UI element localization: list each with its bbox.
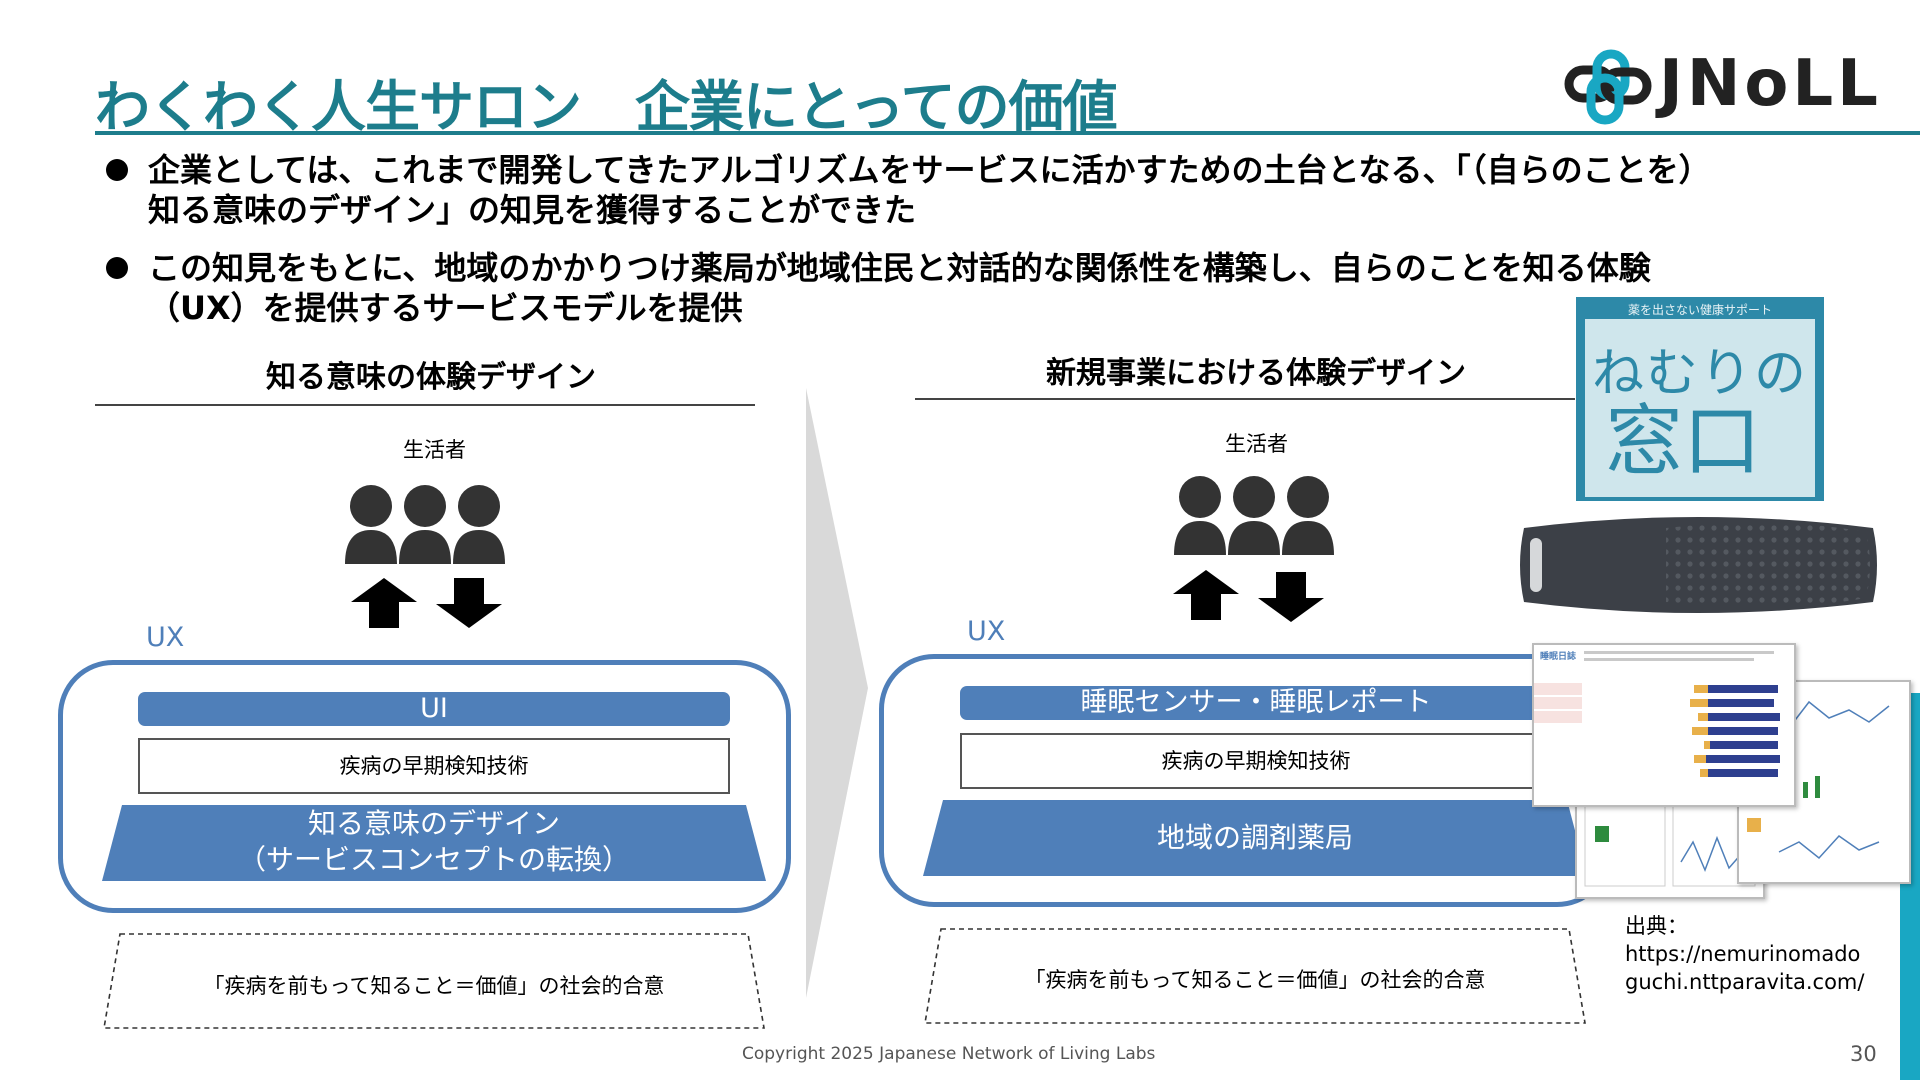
bullet-dot-icon xyxy=(106,257,128,279)
bullet-2-line-2: （UX）を提供するサービスモデルを提供 xyxy=(148,289,743,327)
right-ux-label: UX xyxy=(967,616,1006,647)
bullet-1-line-1: 企業としては、これまで開発してきたアルゴリズムをサービスに活かすための土台となる… xyxy=(148,151,1711,189)
transition-chevron xyxy=(806,388,868,998)
people-group-icon xyxy=(1174,476,1334,555)
page-number: 30 xyxy=(1850,1042,1877,1066)
left-base-line-2: （サービスコンセプトの転換） xyxy=(237,843,630,876)
bullet-2-line-1: この知見をもとに、地域のかかりつけ薬局が地域住民と対話的な関係性を構築し、自らの… xyxy=(148,249,1651,287)
logo-wordmark: JNoLL xyxy=(1659,47,1882,121)
source-label: 出典： xyxy=(1625,914,1688,938)
copyright-notice: Copyright 2025 Japanese Network of Livin… xyxy=(742,1044,1156,1064)
nemuri-app-image: 薬を出さない健康サポート ねむりの 窓口 xyxy=(1576,297,1824,501)
left-tech-box: 疾病の早期検知技術 xyxy=(138,738,730,794)
app-name: ねむりの xyxy=(1591,344,1808,404)
left-ux-label: UX xyxy=(146,622,185,653)
sleep-report-screenshot: 睡眠日誌 xyxy=(1532,643,1796,807)
left-consensus-text: 「疾病を前もって知ること＝価値」の社会的合意 xyxy=(203,974,665,998)
arrow-up-icon xyxy=(1173,570,1239,620)
bullet-dot-icon xyxy=(106,159,128,181)
right-ui-bar: 睡眠センサー・睡眠レポート xyxy=(960,686,1552,720)
source-url-line-1: https://nemurinomado xyxy=(1625,942,1861,966)
arrow-down-icon xyxy=(436,578,502,628)
left-base-trapezoid xyxy=(102,805,766,881)
left-ux-frame xyxy=(58,660,791,913)
source-url-line-2: guchi.nttparavita.com/ xyxy=(1625,970,1865,994)
chain-link-icon xyxy=(1564,49,1652,125)
report-title: 睡眠日誌 xyxy=(1540,652,1577,662)
bullet-1-line-2: 知る意味のデザイン」の知見を獲得することができた xyxy=(148,191,917,229)
right-tech-box: 疾病の早期検知技術 xyxy=(960,733,1552,789)
jnoll-logo: JNoLL xyxy=(1563,44,1908,128)
sleep-sensor-image xyxy=(1520,517,1877,613)
right-base-trapezoid xyxy=(923,800,1587,876)
app-tagline: 薬を出さない健康サポート xyxy=(1627,303,1772,317)
left-person-label: 生活者 xyxy=(403,438,466,462)
arrow-down-icon xyxy=(1258,572,1324,622)
right-base-text: 地域の調剤薬局 xyxy=(1156,821,1353,854)
left-ui-bar: UI xyxy=(138,692,730,726)
source-citation: 出典： https://nemurinomado guchi.nttparavi… xyxy=(1625,912,1864,996)
right-person-label: 生活者 xyxy=(1225,432,1288,456)
left-section-rule xyxy=(95,404,755,406)
left-base-line-1: 知る意味のデザイン xyxy=(307,807,560,840)
right-consensus-outline xyxy=(924,928,1586,1024)
app-name-2: 窓口 xyxy=(1605,397,1762,487)
left-base-text: 知る意味のデザイン （サービスコンセプトの転換） xyxy=(102,806,766,878)
page-title: わくわく人生サロン 企業にとっての価値 xyxy=(95,75,1118,139)
left-section-title: 知る意味の体験デザイン xyxy=(266,360,596,395)
arrow-up-icon xyxy=(351,578,417,628)
title-underline xyxy=(95,131,1920,135)
right-section-title: 新規事業における体験デザイン xyxy=(1046,356,1466,391)
people-group-icon xyxy=(345,485,505,564)
sleep-diary-chart xyxy=(1534,651,1780,779)
left-consensus-outline xyxy=(103,933,765,1029)
right-section-rule xyxy=(915,398,1575,400)
right-consensus-text: 「疾病を前もって知ること＝価値」の社会的合意 xyxy=(1024,968,1486,992)
